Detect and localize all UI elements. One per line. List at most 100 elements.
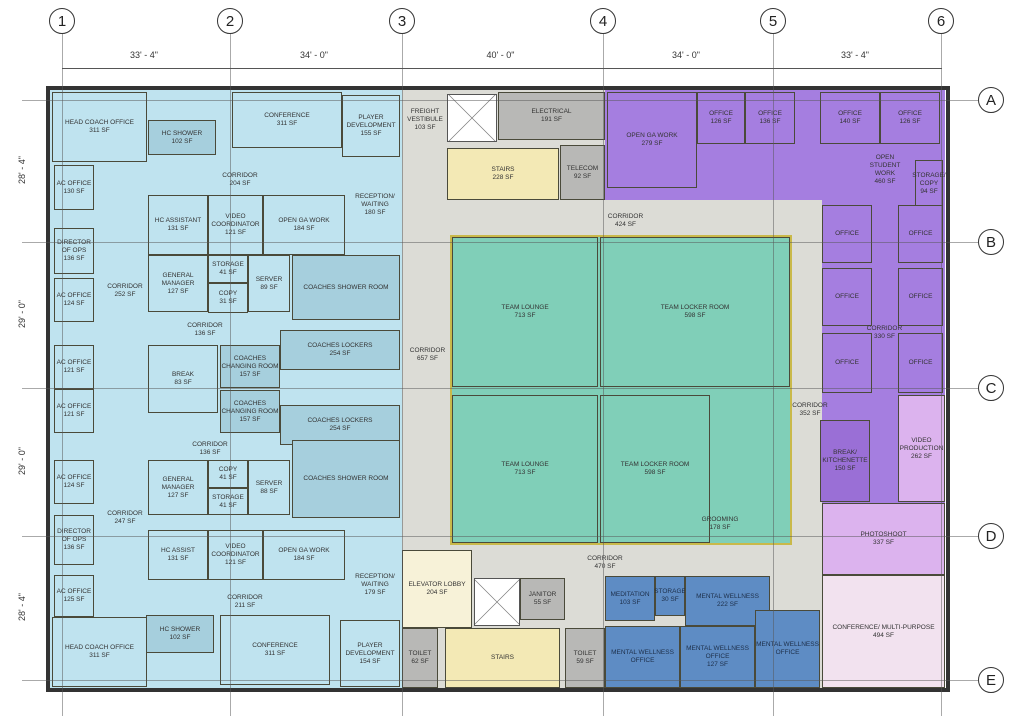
room-name: Open GA Work xyxy=(278,217,330,224)
room-area: 127 SF xyxy=(707,661,728,668)
room-area: 191 SF xyxy=(541,116,562,123)
room-office-e2: Office xyxy=(898,205,943,263)
room-area: 311 SF xyxy=(264,650,286,657)
room-area: 103 SF xyxy=(414,123,436,131)
room-area: 180 SF xyxy=(364,209,386,216)
room-area: 460 SF xyxy=(874,178,896,185)
room-reception-s: Reception/ Waiting179 SF xyxy=(350,570,400,600)
room-area: 136 SF xyxy=(199,449,221,456)
room-area: 89 SF xyxy=(260,283,278,291)
room-director-ops-s: Director of Ops136 SF xyxy=(54,515,94,565)
room-name: Server xyxy=(255,275,283,283)
room-area: 140 SF xyxy=(839,118,861,125)
room-hc-shower-n: HC Shower102 SF xyxy=(148,120,216,155)
room-name: AC Office xyxy=(56,403,92,410)
room-area: 262 SF xyxy=(911,452,932,460)
room-name: Conference xyxy=(264,112,310,119)
dimension-line xyxy=(62,68,942,69)
room-name: Director of Ops xyxy=(57,528,91,543)
room-name: Stairs xyxy=(491,654,514,661)
room-area: 102 SF xyxy=(169,634,191,641)
room-mw-office-1: Mental Wellness Office xyxy=(605,626,680,688)
room-coaches-shower-n: Coaches Shower Room xyxy=(292,255,400,320)
room-name: Open Student Work xyxy=(869,154,901,177)
room-telecom: Telecom92 SF xyxy=(560,145,605,200)
room-area: 598 SF xyxy=(644,469,666,476)
room-conference-n: Conference311 SF xyxy=(232,92,342,148)
room-video-production: Video Production262 SF xyxy=(898,395,945,502)
room-coaches-shower-s: Coaches Shower Room xyxy=(292,440,400,518)
room-name: HC Shower xyxy=(161,129,203,137)
room-name: Telecom xyxy=(566,164,599,172)
grid-line-column xyxy=(62,34,63,716)
room-area: 470 SF xyxy=(594,563,616,570)
room-area: 330 SF xyxy=(874,333,895,340)
room-coaches-lockers-n: Coaches Lockers254 SF xyxy=(280,330,400,370)
room-office-e1: Office xyxy=(822,205,872,263)
room-area: 121 SF xyxy=(63,367,85,374)
grid-bubble-column: 6 xyxy=(928,8,954,34)
grid-bubble-row: C xyxy=(978,375,1004,401)
coaches-wing xyxy=(50,90,402,688)
room-name: Office xyxy=(908,359,933,366)
room-area: 59 SF xyxy=(576,658,594,665)
room-freight-vestibule: Freight Vestibule103 SF xyxy=(404,92,446,147)
room-name: Mental Wellness Office xyxy=(756,641,819,656)
room-team-lounge-n: Team Lounge713 SF xyxy=(452,237,598,387)
room-name: Conference/ Multi-Purpose xyxy=(832,623,935,631)
room-name: Team Lounge xyxy=(501,461,549,468)
room-stairs-n: Stairs228 SF xyxy=(447,148,559,200)
room-name: Video Coordinator xyxy=(211,543,260,558)
room-name: Corridor xyxy=(192,441,228,448)
room-area: 136 SF xyxy=(759,118,781,125)
room-area: 102 SF xyxy=(171,137,193,145)
room-area: 94 SF xyxy=(920,188,938,195)
room-area: 126 SF xyxy=(710,118,732,125)
room-toilet-62: Toilet62 SF xyxy=(402,628,438,688)
room-ac-office-125: AC Office125 SF xyxy=(54,575,94,617)
room-name: AC Office xyxy=(56,292,92,299)
room-hc-assistant-n: HC Assistant131 SF xyxy=(148,195,208,255)
room-name: Office xyxy=(908,230,933,237)
room-open-ga-work-e: Open GA Work279 SF xyxy=(607,92,697,188)
room-area: 41 SF xyxy=(219,501,237,509)
grid-bubble-row: B xyxy=(978,229,1004,255)
room-corridor-247: Corridor247 SF xyxy=(100,505,150,531)
room-name: Coaches Changing Room xyxy=(221,354,279,370)
room-janitor: Janitor55 SF xyxy=(520,578,565,620)
room-hc-shower-s: HC Shower102 SF xyxy=(146,615,214,653)
room-name: Toilet xyxy=(573,650,597,657)
room-name: Office xyxy=(709,110,733,117)
room-name: Team Locker Room xyxy=(620,461,690,468)
room-corridor-657: Corridor657 SF xyxy=(405,340,450,370)
room-hc-assist-s: HC Assist131 SF xyxy=(148,530,208,580)
room-area: 222 SF xyxy=(717,601,738,608)
room-server-s: Server88 SF xyxy=(248,460,290,515)
room-name: HC Assist xyxy=(161,547,195,554)
room-name: Open GA Work xyxy=(626,132,678,139)
room-area: 88 SF xyxy=(260,487,278,495)
grid-bubble-row: D xyxy=(978,523,1004,549)
room-area: 92 SF xyxy=(573,172,592,180)
room-name: Coaches Changing Room xyxy=(221,399,279,415)
room-name: AC Office xyxy=(56,359,92,366)
room-name: Elevator Lobby xyxy=(408,581,466,588)
room-name: Toilet xyxy=(408,650,432,657)
room-meditation: Meditation103 SF xyxy=(605,576,655,621)
column-dimension: 33' - 4" xyxy=(841,50,869,60)
grid-line-column xyxy=(402,34,403,716)
grid-bubble-row: E xyxy=(978,667,1004,693)
room-name: Corridor xyxy=(607,213,644,220)
room-name: AC Office xyxy=(56,474,92,481)
room-team-locker-n: Team Locker Room598 SF xyxy=(600,237,790,387)
room-corridor-352: Corridor352 SF xyxy=(790,395,830,425)
room-area: 136 SF xyxy=(194,330,216,337)
room-area: 127 SF xyxy=(167,491,189,499)
freight-elevator-shaft xyxy=(447,94,497,142)
room-area: 352 SF xyxy=(799,410,821,417)
room-ac-office-121-a: AC Office121 SF xyxy=(54,345,94,389)
room-ac-office-121-b: AC Office121 SF xyxy=(54,389,94,433)
room-name: Office xyxy=(835,230,859,237)
room-mw-office-2: Mental Wellness Office127 SF xyxy=(680,626,755,688)
room-area: 121 SF xyxy=(225,229,246,236)
